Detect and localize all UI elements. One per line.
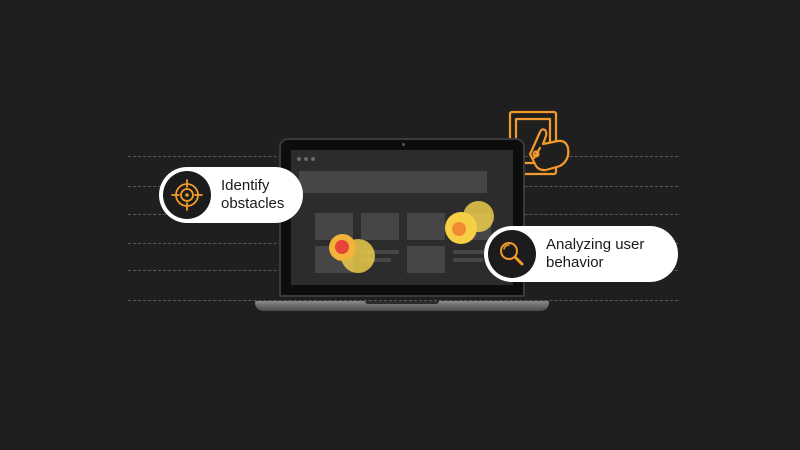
camera-dot xyxy=(402,143,405,146)
heatmap-spot xyxy=(335,240,349,254)
heatmap-spot xyxy=(452,222,466,236)
pill-label-line: obstacles xyxy=(221,195,285,212)
text-line xyxy=(453,250,491,254)
content-tile xyxy=(407,246,445,273)
content-tile xyxy=(407,213,445,240)
analyzing-user-behavior-pill: Analyzing user behavior xyxy=(484,226,678,282)
guide-line xyxy=(128,300,678,301)
laptop-base xyxy=(255,301,549,311)
text-line xyxy=(361,250,399,254)
text-line xyxy=(453,258,483,262)
window-dot xyxy=(297,157,301,161)
laptop-notch xyxy=(365,301,439,304)
window-dot xyxy=(311,157,315,161)
crosshair-target-icon xyxy=(163,171,211,219)
pill-label: Analyzing user behavior xyxy=(546,236,644,272)
identify-obstacles-pill: Identify obstacles xyxy=(159,167,303,223)
text-line xyxy=(361,258,391,262)
content-tile xyxy=(361,213,399,240)
header-block xyxy=(299,171,487,193)
window-dot xyxy=(304,157,308,161)
browser-controls xyxy=(297,156,507,164)
magnifier-icon xyxy=(488,230,536,278)
pill-label-line: behavior xyxy=(546,254,604,271)
pill-label-line: Identify xyxy=(221,177,270,194)
pill-label-line: Analyzing user xyxy=(546,236,645,253)
pill-label: Identify obstacles xyxy=(221,177,284,213)
